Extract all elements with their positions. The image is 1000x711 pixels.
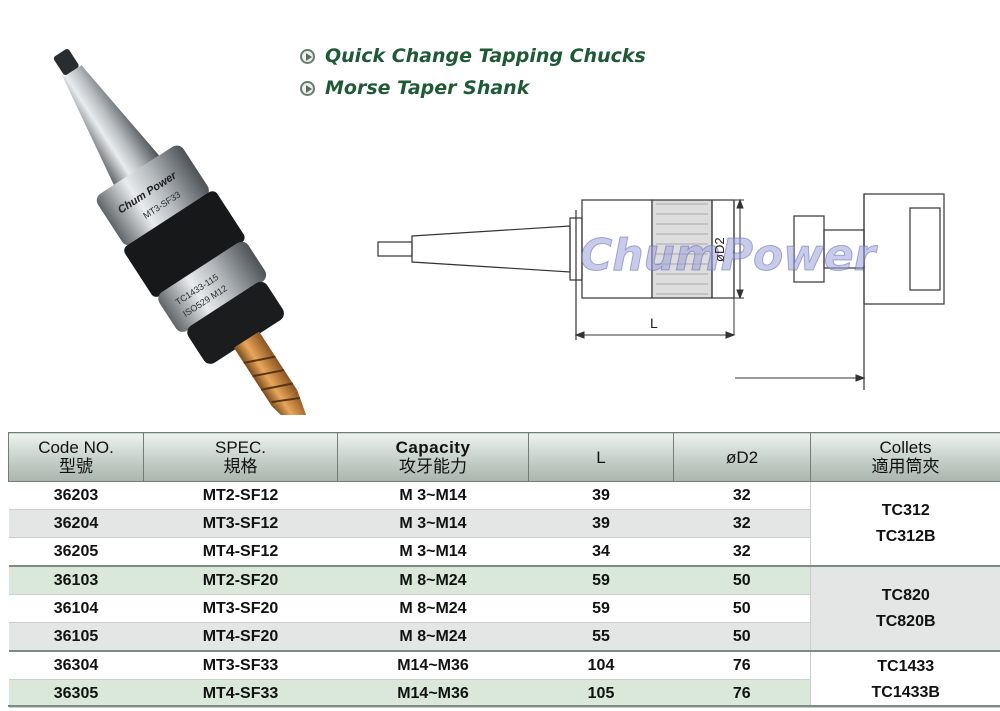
cell-collets-group-2: TC820 TC820B <box>810 565 1000 652</box>
cell-length: 39 <box>528 481 674 510</box>
heading-title: Quick Change Tapping Chucks <box>325 45 646 67</box>
heading-subtitle: Morse Taper Shank <box>325 77 530 99</box>
cell-length: 59 <box>528 565 674 595</box>
cell-diameter: 32 <box>673 537 811 567</box>
header-collets: Collets 適用筒夾 <box>810 432 1000 482</box>
table-row: 36203 MT2-SF12 M 3~M14 39 32 TC312 TC312… <box>8 481 1000 567</box>
cell-diameter: 32 <box>673 509 811 538</box>
table-row: 36104 MT3-SF20 M 8~M24 59 50 <box>8 594 1000 623</box>
cell-code: 36205 <box>8 537 144 567</box>
cell-capacity: M 8~M24 <box>337 594 529 623</box>
header-length: L <box>528 432 674 482</box>
morse-taper-shank <box>53 49 160 185</box>
table-header-row: Code NO. 型號 SPEC. 規格 Capacity 攻牙能力 L øD2… <box>8 432 1000 482</box>
table-row: 36304 MT3-SF33 M14~M36 104 76 TC1433 TC1… <box>8 650 1000 708</box>
cell-capacity: M 3~M14 <box>337 481 529 510</box>
cell-spec: MT2-SF12 <box>143 481 338 510</box>
header-capacity: Capacity 攻牙能力 <box>337 432 529 482</box>
heading-line-1: Quick Change Tapping Chucks <box>300 40 646 72</box>
cell-length: 59 <box>528 594 674 623</box>
product-headings: Quick Change Tapping Chucks Morse Taper … <box>300 40 646 104</box>
cell-diameter: 50 <box>673 594 811 623</box>
cell-capacity: M14~M36 <box>337 679 529 708</box>
cell-length: 39 <box>528 509 674 538</box>
table-row: 36205 MT4-SF12 M 3~M14 34 32 <box>8 537 1000 567</box>
chuck-body: Chum Power MT3-SF33 TC1433-115 ISO529 M1… <box>96 145 284 364</box>
cell-spec: MT3-SF33 <box>143 650 338 680</box>
cell-diameter: 76 <box>673 650 811 680</box>
cell-spec: MT3-SF20 <box>143 594 338 623</box>
header-spec: SPEC. 規格 <box>143 432 338 482</box>
cell-code: 36104 <box>8 594 144 623</box>
tap-tool <box>233 331 310 415</box>
cell-code: 36103 <box>8 565 144 595</box>
table-row: 36103 MT2-SF20 M 8~M24 59 50 TC820 TC820… <box>8 565 1000 652</box>
cell-diameter: 76 <box>673 679 811 708</box>
play-bullet-icon <box>300 80 315 96</box>
cell-collets-group-3: TC1433 TC1433B <box>810 650 1000 708</box>
cell-diameter: 50 <box>673 622 811 652</box>
cell-diameter: 50 <box>673 565 811 595</box>
play-bullet-icon <box>300 48 315 64</box>
cell-collets-group-1: TC312 TC312B <box>810 481 1000 567</box>
header-code: Code NO. 型號 <box>8 432 144 482</box>
cell-capacity: M 8~M24 <box>337 565 529 595</box>
cell-length: 55 <box>528 622 674 652</box>
table-row: 36305 MT4-SF33 M14~M36 105 76 <box>8 679 1000 708</box>
cell-capacity: M14~M36 <box>337 650 529 680</box>
heading-line-2: Morse Taper Shank <box>300 72 646 104</box>
dimension-diameter-label: øD2 <box>712 237 727 262</box>
cell-length: 105 <box>528 679 674 708</box>
cell-diameter: 32 <box>673 481 811 510</box>
cell-spec: MT3-SF12 <box>143 509 338 538</box>
cell-code: 36105 <box>8 622 144 652</box>
cell-capacity: M 3~M14 <box>337 537 529 567</box>
product-photo: Chum Power MT3-SF33 TC1433-115 ISO529 M1… <box>53 49 310 415</box>
dimension-length-label: L <box>650 315 658 331</box>
cell-spec: MT4-SF12 <box>143 537 338 567</box>
technical-drawing: ChumPower L øD2 <box>377 193 945 390</box>
cell-capacity: M 8~M24 <box>337 622 529 652</box>
watermark-logo: ChumPower <box>580 230 878 281</box>
cell-code: 36305 <box>8 679 144 708</box>
cell-code: 36204 <box>8 509 144 538</box>
cell-spec: MT4-SF33 <box>143 679 338 708</box>
cell-capacity: M 3~M14 <box>337 509 529 538</box>
cell-spec: MT4-SF20 <box>143 622 338 652</box>
knurl-pattern <box>656 203 708 295</box>
cell-code: 36203 <box>8 481 144 510</box>
table-bottom-rule <box>8 705 1000 707</box>
cell-spec: MT2-SF20 <box>143 565 338 595</box>
cell-code: 36304 <box>8 650 144 680</box>
spec-table: Code NO. 型號 SPEC. 規格 Capacity 攻牙能力 L øD2… <box>8 432 1000 708</box>
cell-length: 104 <box>528 650 674 680</box>
cell-length: 34 <box>528 537 674 567</box>
table-row: 36204 MT3-SF12 M 3~M14 39 32 <box>8 509 1000 538</box>
header-diameter: øD2 <box>673 432 811 482</box>
